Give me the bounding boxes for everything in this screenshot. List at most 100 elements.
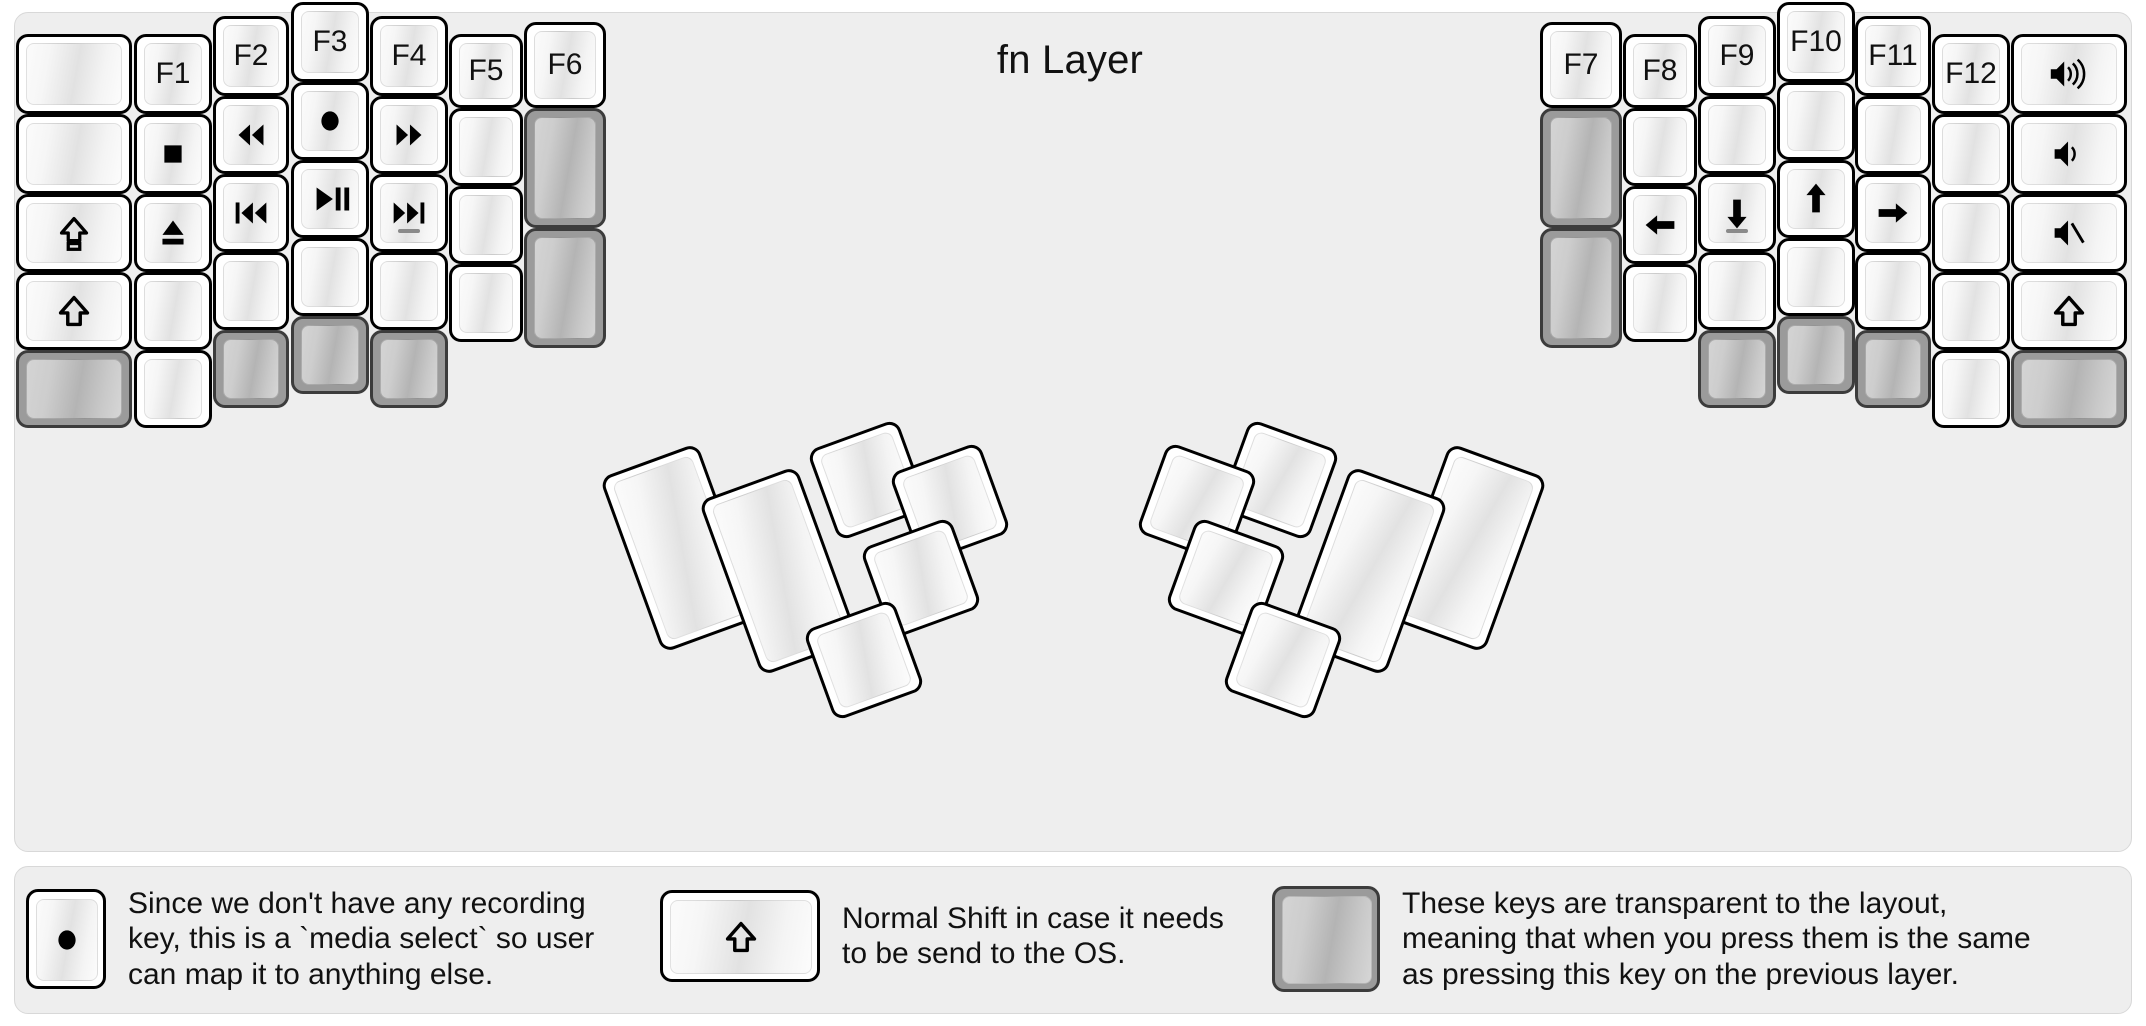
keycap-surface: F8 [1633,43,1687,99]
key-r-c5-r2[interactable] [1932,194,2010,272]
key-l-c6-r2[interactable] [524,228,606,348]
key-l-c5-r0[interactable]: F5 [449,34,523,108]
key-l-c4-r0[interactable]: F4 [370,16,448,96]
key-l-c2-r3[interactable] [213,252,289,330]
key-l-c1-r4[interactable] [134,350,212,428]
key-r-c5-r4[interactable] [1932,350,2010,428]
keycap-surface [1787,247,1845,307]
key-r-c5-r3[interactable] [1932,272,2010,350]
key-r-c6-r0[interactable] [2011,34,2127,114]
key-r-c2-r1[interactable] [1698,96,1776,174]
keycap-surface: F7 [1550,31,1612,99]
key-l-c4-r4[interactable] [370,330,448,408]
key-l-c1-r2[interactable] [134,194,212,272]
key-l-c5-r2[interactable] [449,186,523,264]
key-r-c6-r1[interactable] [2011,114,2127,194]
arrow-down-icon [1714,190,1760,236]
keycap-surface [1633,117,1687,177]
key-r-c4-r4[interactable] [1855,330,1931,408]
key-l-c1-r1[interactable] [134,114,212,194]
key-r-c4-r0[interactable]: F11 [1855,16,1931,96]
key-l-c1-r0[interactable]: F1 [134,34,212,114]
key-label: F1 [155,57,191,90]
key-r-c4-r3[interactable] [1855,252,1931,330]
key-r-c6-r3[interactable] [2011,272,2127,350]
key-l-c1-r3[interactable] [134,272,212,350]
key-r-c2-r2[interactable] [1698,174,1776,252]
keycap-surface [144,281,202,341]
key-l-c0-r1[interactable] [16,114,132,194]
key-l-c4-r3[interactable] [370,252,448,330]
record-icon [44,917,90,963]
key-r-c4-r2[interactable] [1855,174,1931,252]
key-l-c4-r2[interactable] [370,174,448,252]
key-r-c4-r1[interactable] [1855,96,1931,174]
key-r-c2-r3[interactable] [1698,252,1776,330]
shift-icon [2046,288,2092,334]
key-l-c2-r4[interactable] [213,330,289,408]
key-l-c5-r3[interactable] [449,264,523,342]
key-l-c6-r1[interactable] [524,108,606,228]
key-r-c3-r3[interactable] [1777,238,1855,316]
key-l-c0-r3[interactable] [16,272,132,350]
keycap-surface [1708,261,1766,321]
eject-icon [150,210,196,256]
key-l-c0-r2[interactable] [16,194,132,272]
homing-bar [398,229,420,233]
key-l-c6-r0[interactable]: F6 [524,22,606,108]
keycap-surface [301,169,359,229]
key-l-c2-r0[interactable]: F2 [213,16,289,96]
key-r-c3-r0[interactable]: F10 [1777,2,1855,82]
fast-forward-icon [386,112,432,158]
keycap-surface [1865,339,1921,399]
keycap-surface [2021,123,2117,185]
keycap-surface [1787,91,1845,151]
keycap-surface [223,105,279,165]
prev-track-icon [228,190,274,236]
keycap-surface [2021,359,2117,419]
keycap-surface [459,273,513,333]
keycap-surface [144,123,202,185]
keycap-surface [1942,281,2000,341]
key-l-c3-r2[interactable] [291,160,369,238]
key-l-c3-r0[interactable]: F3 [291,2,369,82]
caps-lock-icon [51,210,97,256]
keycap-surface [1865,183,1921,243]
key-r-c5-r1[interactable] [1932,114,2010,194]
legend-transparent-key [1272,886,1380,993]
keycap-surface [1787,325,1845,385]
key-l-c0-r4[interactable] [16,350,132,428]
keycap-surface [144,203,202,263]
key-r-c3-r4[interactable] [1777,316,1855,394]
key-r-c3-r1[interactable] [1777,82,1855,160]
key-r-c0-r0[interactable]: F7 [1540,22,1622,108]
legend-panel [14,866,2132,1014]
key-r-c1-r3[interactable] [1623,264,1697,342]
key-r-c3-r2[interactable] [1777,160,1855,238]
key-r-c2-r4[interactable] [1698,330,1776,408]
keycap-surface [1708,105,1766,165]
key-r-c0-r2[interactable] [1540,228,1622,348]
key-r-c5-r0[interactable]: F12 [1932,34,2010,114]
key-l-c3-r4[interactable] [291,316,369,394]
key-label: F7 [1563,48,1599,81]
keycap-surface [223,183,279,243]
key-l-c3-r1[interactable] [291,82,369,160]
key-l-c5-r1[interactable] [449,108,523,186]
key-r-c1-r0[interactable]: F8 [1623,34,1697,108]
key-l-c4-r1[interactable] [370,96,448,174]
shift-icon [51,288,97,334]
key-r-c1-r2[interactable] [1623,186,1697,264]
page-title: fn Layer [996,38,1144,82]
key-r-c6-r4[interactable] [2011,350,2127,428]
key-r-c2-r0[interactable]: F9 [1698,16,1776,96]
key-r-c0-r1[interactable] [1540,108,1622,228]
key-l-c2-r1[interactable] [213,96,289,174]
key-l-c3-r3[interactable] [291,238,369,316]
keycap-surface [26,359,122,419]
key-r-c6-r2[interactable] [2011,194,2127,272]
key-r-c1-r1[interactable] [1623,108,1697,186]
key-l-c2-r2[interactable] [213,174,289,252]
key-l-c0-r0[interactable] [16,34,132,114]
